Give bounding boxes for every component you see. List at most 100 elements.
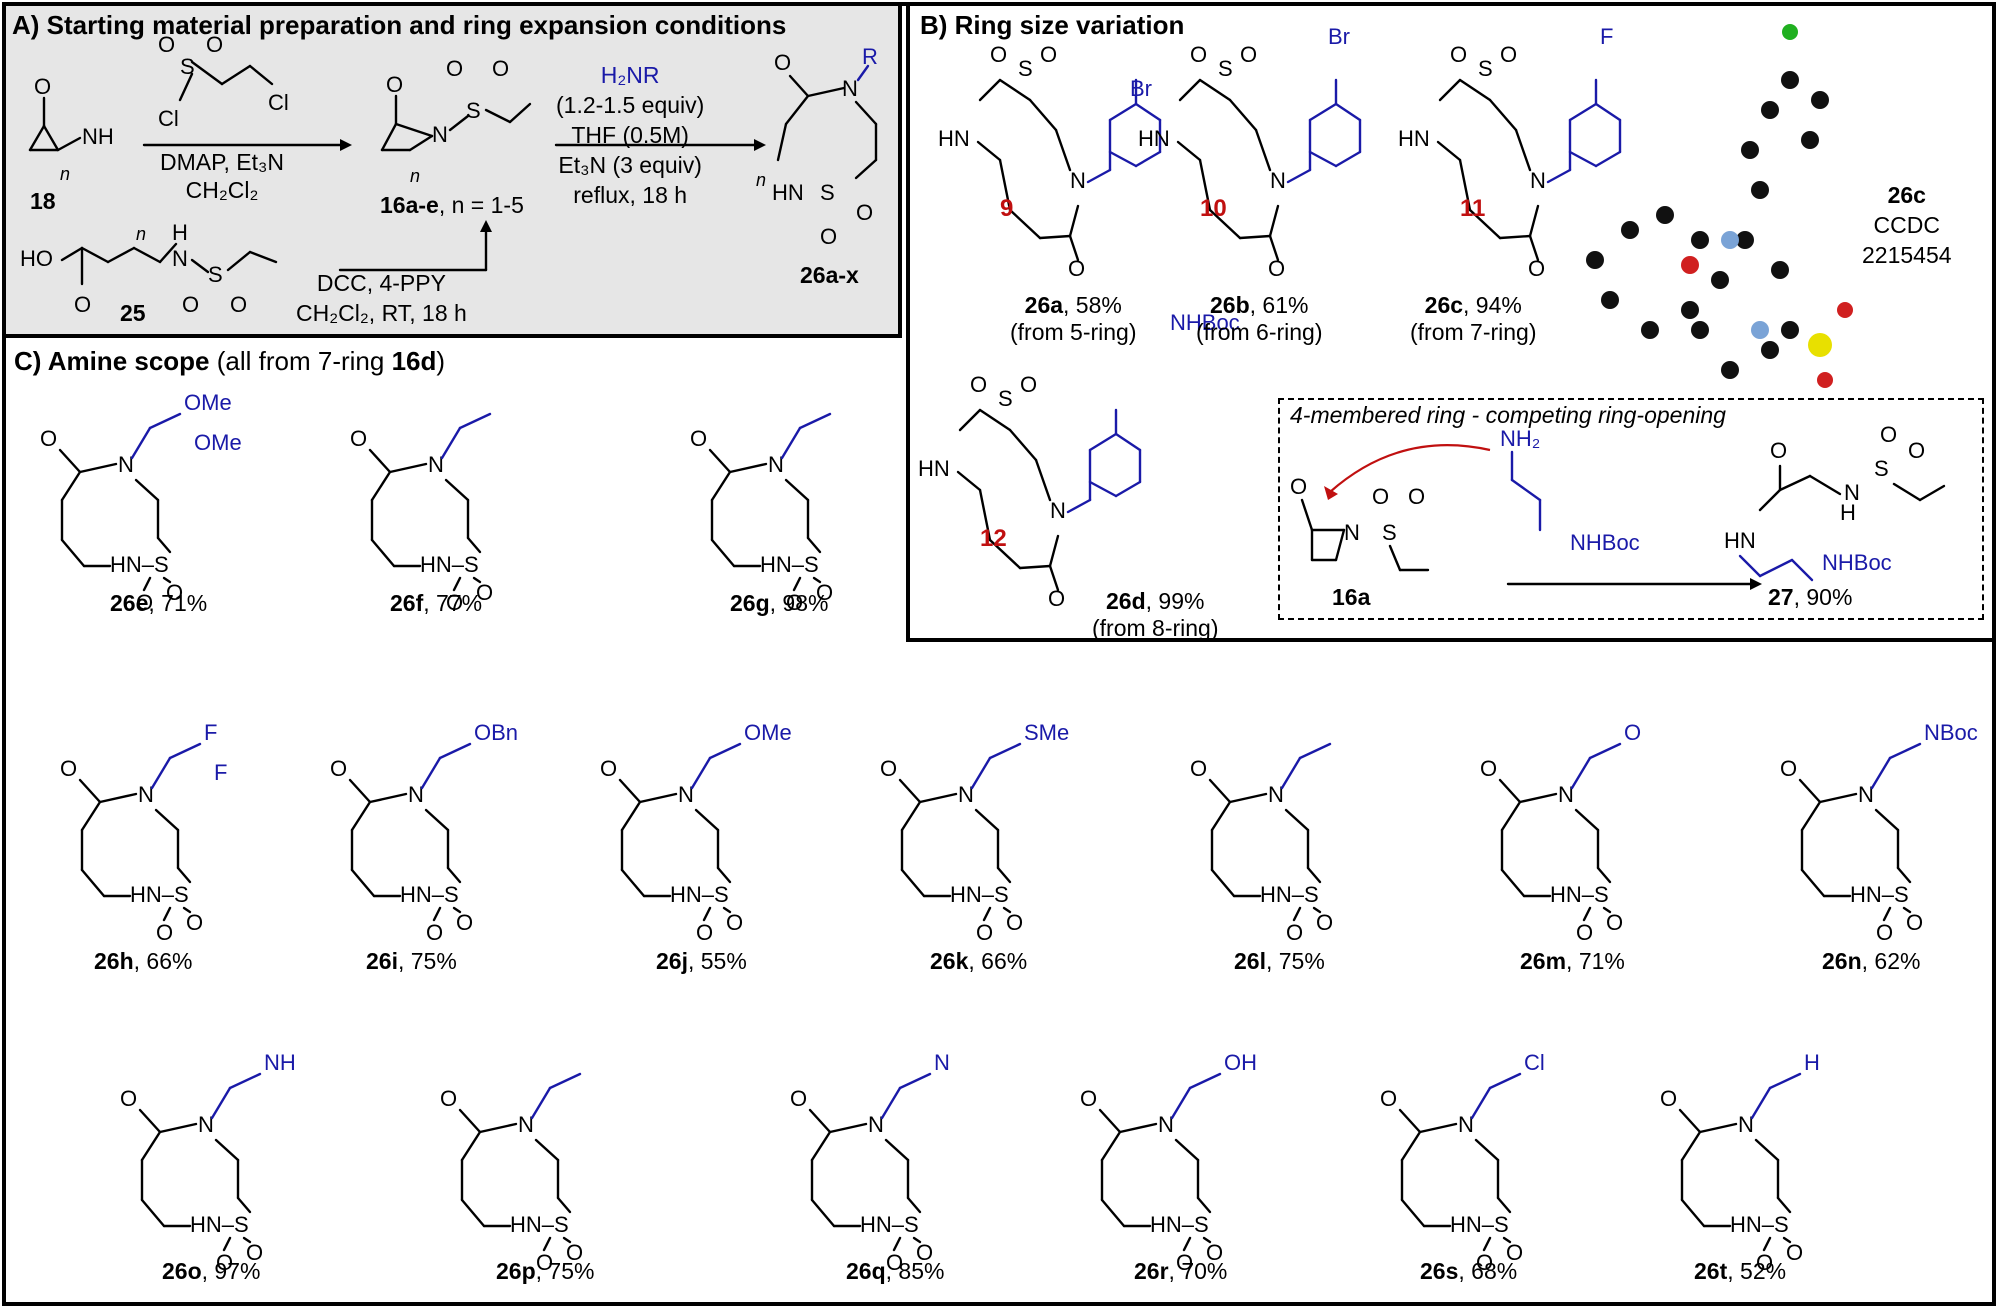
- oxygen-atom: O: [1786, 1240, 1803, 1265]
- sulfonamide-label: HN–S: [1550, 882, 1609, 907]
- nitrogen-atom: N: [138, 782, 154, 807]
- compound-label-26t: 26t, 52%: [1694, 1258, 1787, 1284]
- nitrogen-atom: N: [1268, 782, 1284, 807]
- oxygen-atom: O: [456, 910, 473, 935]
- panel-c-title-note: (all from 7-ring: [209, 346, 392, 376]
- oxygen-atom: O: [816, 580, 833, 605]
- oxygen-atom: O: [136, 590, 153, 615]
- compound-label-26b: 26b, 61%(from 6-ring): [1196, 292, 1323, 345]
- substituent-label: F: [214, 760, 227, 785]
- ring-size-number: 11: [1460, 195, 1485, 222]
- svg-text:O: O: [386, 72, 403, 97]
- nitrogen-atom: N: [428, 452, 444, 477]
- oxygen-atom: O: [1372, 484, 1389, 509]
- oxygen-atom: O: [1048, 586, 1065, 611]
- oxygen-atom: O: [1206, 1240, 1223, 1265]
- oxygen-atom-ball: [1681, 256, 1699, 274]
- label-16a: 16a: [1332, 584, 1371, 610]
- reaction-arrow-head: [1750, 578, 1762, 590]
- carbon-atom-ball: [1711, 271, 1729, 289]
- oxygen-atom: O: [1500, 42, 1517, 67]
- svg-text:n: n: [60, 164, 70, 184]
- oxygen-atom: O: [1190, 42, 1207, 67]
- nitrogen-atom: N: [1158, 1112, 1174, 1137]
- oxygen-atom: O: [1606, 910, 1623, 935]
- structure-26-generic: O N R S HN O O n: [756, 44, 878, 249]
- panel-c-title: C) Amine scope (all from 7-ring 16d): [14, 346, 445, 377]
- nitrogen-atom: N: [198, 1112, 214, 1137]
- arrow-2-head: [480, 220, 492, 232]
- oxygen-atom: O: [476, 580, 493, 605]
- reagent-chloroethanesulfonyl-chloride: S O O Cl Cl: [158, 32, 289, 131]
- oxygen-atom: O: [120, 1086, 137, 1111]
- svg-text:O: O: [158, 32, 175, 57]
- sulfonamide-label: HN–S: [510, 1212, 569, 1237]
- oxygen-atom: O: [166, 580, 183, 605]
- nitrogen-atom: N: [1270, 168, 1286, 193]
- svg-text:O: O: [206, 32, 223, 57]
- arrow-3-head: [754, 139, 766, 151]
- panel-b-title: B) Ring size variation: [920, 10, 1185, 40]
- compound-label-26f: 26f, 77%: [390, 590, 483, 616]
- oxygen-atom: O: [990, 42, 1007, 67]
- fluorine-atom: F: [1600, 24, 1613, 49]
- svg-text:O: O: [856, 200, 873, 225]
- carbon-atom-ball: [1761, 341, 1779, 359]
- carbon-atom-ball: [1681, 301, 1699, 319]
- substituent-label: N: [934, 1050, 950, 1075]
- carbon-atom-ball: [1586, 251, 1604, 269]
- substituent-label: OBn: [474, 720, 518, 745]
- carbon-atom-ball: [1691, 231, 1709, 249]
- svg-text:O: O: [34, 74, 51, 99]
- nitrogen-atom: N: [1050, 498, 1066, 523]
- oxygen-atom: O: [790, 1086, 807, 1111]
- oxygen-atom: O: [880, 756, 897, 781]
- nitrogen-atom: N: [1858, 782, 1874, 807]
- ring-size-number: 12: [980, 525, 1007, 552]
- nitrogen-atom: N: [1344, 520, 1360, 545]
- amine-label: HN: [938, 126, 970, 151]
- substituent-label: H: [1804, 1050, 1820, 1075]
- nitrogen-atom: N: [678, 782, 694, 807]
- ring-size-number: 9: [1000, 195, 1013, 222]
- substituent-label: O: [1624, 720, 1641, 745]
- svg-text:S: S: [180, 54, 195, 79]
- compound-label-26a: 26a, 58%(from 5-ring): [1010, 292, 1137, 345]
- carbon-atom-ball: [1811, 91, 1829, 109]
- oxygen-atom: O: [1268, 256, 1285, 281]
- oxygen-atom: O: [1040, 42, 1057, 67]
- sulfonamide-label: HN–S: [760, 552, 819, 577]
- crystal-structure: [1586, 24, 1853, 388]
- oxygen-atom: O: [1660, 1086, 1677, 1111]
- nhboc-label: NHBoc: [1822, 550, 1892, 575]
- substituent-label: OH: [1224, 1050, 1257, 1075]
- nitrogen-atom: N: [408, 782, 424, 807]
- compound-label-26r: 26r, 70%: [1134, 1258, 1228, 1284]
- panel-a: [2, 2, 902, 338]
- panel-a-title: A) Starting material preparation and rin…: [12, 10, 787, 40]
- svg-text:O: O: [820, 224, 837, 249]
- sulfonamide-label: HN–S: [130, 882, 189, 907]
- nitrogen-atom: N: [1458, 1112, 1474, 1137]
- oxygen-atom: O: [1576, 920, 1593, 945]
- label-26ax: 26a-x: [800, 262, 859, 288]
- sulfonamide-label: HN–S: [1260, 882, 1319, 907]
- oxygen-atom: O: [1316, 910, 1333, 935]
- oxygen-atom: O: [156, 920, 173, 945]
- sulfur-atom: S: [1478, 56, 1493, 81]
- svg-text:HN: HN: [772, 180, 804, 205]
- oxygen-atom: O: [1450, 42, 1467, 67]
- oxygen-atom: O: [600, 756, 617, 781]
- substituent-label: OMe: [184, 390, 232, 415]
- svg-text:N: N: [172, 246, 188, 271]
- oxygen-atom: O: [1476, 1250, 1493, 1275]
- oxygen-atom-ball: [1817, 372, 1833, 388]
